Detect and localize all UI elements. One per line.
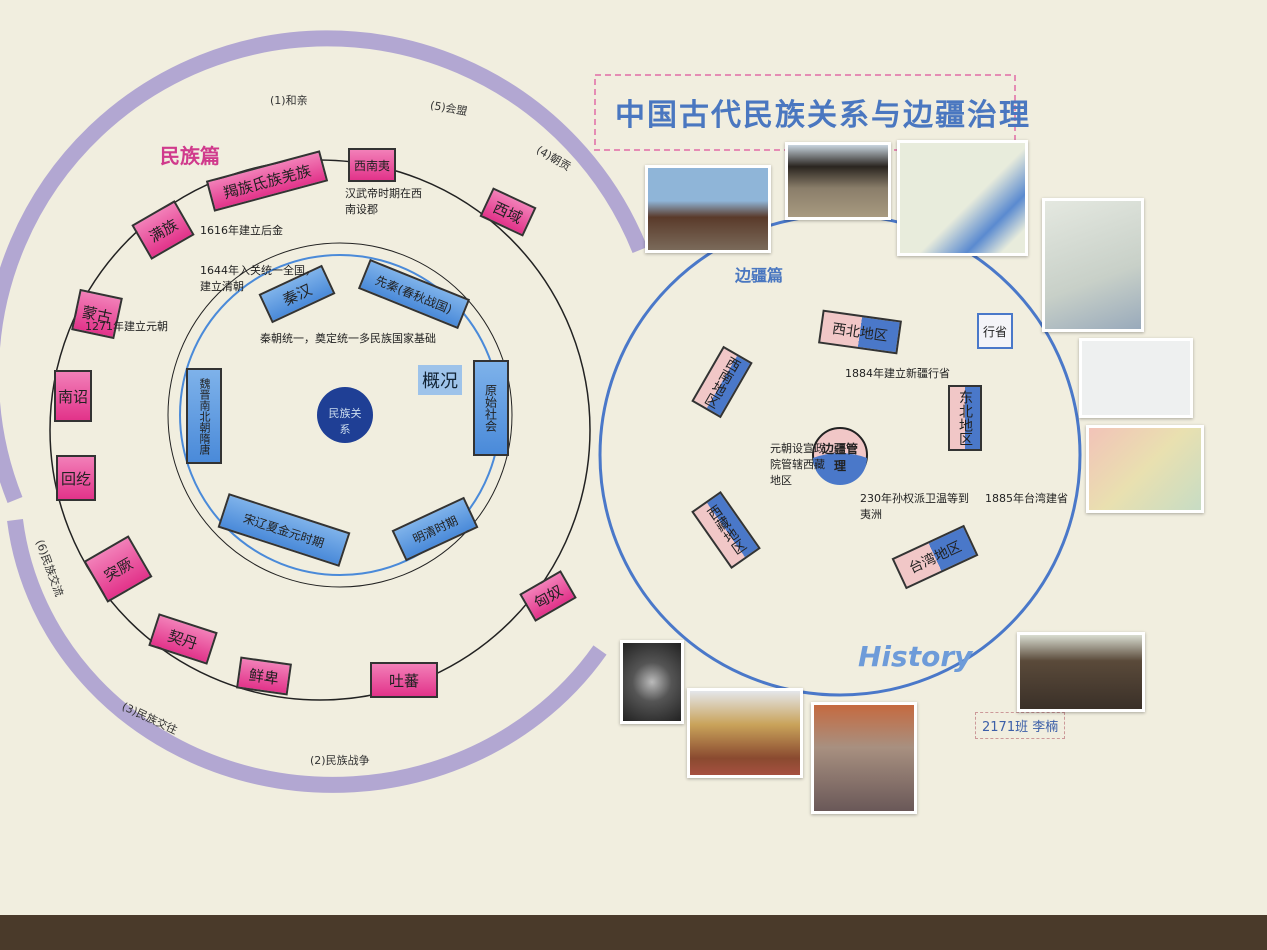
photo-pavilion bbox=[687, 688, 803, 778]
note: 1271年建立元朝 bbox=[85, 320, 168, 333]
right-header: 边疆篇 bbox=[735, 266, 784, 285]
left-outer-band bbox=[0, 30, 648, 503]
band-label: (2)民族战争 bbox=[310, 754, 370, 767]
left-header: 民族篇 bbox=[160, 144, 220, 168]
region-label: 东北地区 bbox=[948, 385, 982, 451]
ethnic-label: 回纥 bbox=[56, 455, 96, 501]
note: 元朝设宣政院管辖西藏地区 bbox=[770, 442, 825, 487]
photo-map-3 bbox=[1079, 338, 1193, 418]
period-label: 原始社会 bbox=[473, 360, 509, 456]
photo-map-2 bbox=[1042, 198, 1144, 332]
photo-golden-urn bbox=[620, 640, 684, 724]
note: 秦朝统一，奠定统一多民族国家基础 bbox=[260, 332, 436, 345]
photo-map-4 bbox=[1086, 425, 1204, 513]
province-badge: 行省 bbox=[977, 313, 1013, 349]
photo-map-1 bbox=[897, 140, 1028, 256]
band-label: (1)和亲 bbox=[270, 94, 308, 107]
left-center-circle bbox=[317, 387, 373, 443]
ethnic-label: 南诏 bbox=[54, 370, 92, 422]
history-label: History bbox=[858, 640, 973, 673]
note: 汉武帝时期在西南设郡 bbox=[345, 187, 422, 216]
right-center-label: 边疆管理 bbox=[821, 442, 858, 473]
period-label: 魏晋南北朝隋唐 bbox=[186, 368, 222, 464]
note: 230年孙权派卫温等到夷洲 bbox=[860, 492, 969, 521]
left-inner-ring2 bbox=[167, 242, 513, 588]
photo-gate-tower bbox=[645, 165, 771, 253]
left-outer-ring bbox=[49, 159, 591, 701]
left-outer-band-bottom bbox=[7, 518, 607, 793]
photo-city-gate bbox=[785, 142, 891, 220]
table-edge bbox=[0, 915, 1267, 950]
note: 1884年建立新疆行省 bbox=[845, 367, 950, 380]
ethnic-label: 西南夷 bbox=[348, 148, 396, 182]
left-center-label: 民族关系 bbox=[328, 407, 362, 436]
note: 1885年台湾建省 bbox=[985, 492, 1068, 505]
signature: 2171班 李楠 bbox=[975, 712, 1066, 739]
note: 1644年入关统一全国，建立清朝 bbox=[200, 264, 316, 293]
note: 1616年建立后金 bbox=[200, 224, 283, 237]
photo-building bbox=[1017, 632, 1145, 712]
overview-label: 概况 bbox=[418, 365, 462, 395]
poster-title: 中国古代民族关系与边疆治理 bbox=[615, 98, 1031, 133]
ethnic-label: 吐蕃 bbox=[370, 662, 438, 698]
photo-painting bbox=[811, 702, 917, 814]
